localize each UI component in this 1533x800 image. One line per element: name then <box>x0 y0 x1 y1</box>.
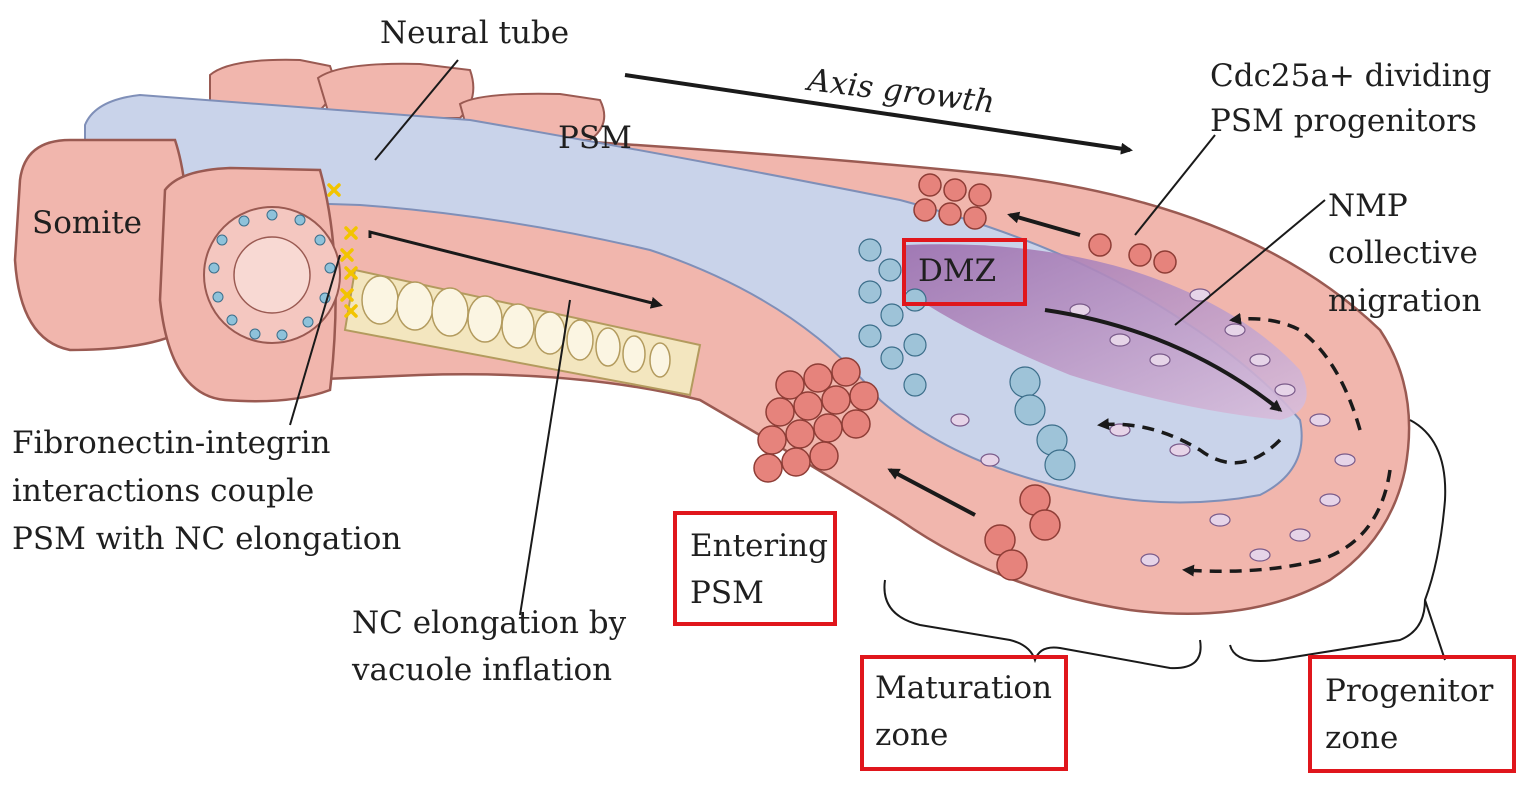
psm-cell-cluster-top <box>913 173 1177 274</box>
dividing-cells-bottom <box>984 484 1061 581</box>
label-progenitor-zone-line2: zone <box>1325 720 1399 756</box>
blue-cell-cluster <box>858 238 1076 481</box>
label-fibronectin-line3: PSM with NC elongation <box>12 521 402 557</box>
label-maturation-zone-line1: Maturation <box>875 670 1052 706</box>
maturation-zone-brace <box>883 579 1202 670</box>
entering-psm-highlight-box <box>673 511 837 626</box>
maturation-zone-highlight-box <box>860 655 1068 771</box>
arrow-dashed-outer <box>1182 469 1392 577</box>
cross-section-cells <box>208 209 336 341</box>
label-psm: PSM <box>558 120 632 156</box>
leader-lines <box>289 59 1326 616</box>
label-neural-tube: Neural tube <box>380 15 570 51</box>
label-entering-psm-line2: PSM <box>690 575 764 611</box>
label-dmz: DMZ <box>918 253 997 289</box>
progenitor-cells <box>950 288 1356 567</box>
dmz-highlight-box <box>902 238 1027 306</box>
progenitor-zone-brace <box>1229 419 1447 662</box>
label-nmp-line1: NMP <box>1328 188 1408 224</box>
arrow-top-back <box>1007 211 1081 237</box>
nc-elongation-arrow <box>368 230 663 309</box>
label-fibronectin-line2: interactions couple <box>12 473 315 509</box>
label-cdc25a-line1: Cdc25a+ dividing <box>1210 58 1492 94</box>
label-nc-elongation-line2: vacuole inflation <box>352 652 613 688</box>
progenitor-region <box>905 244 1307 420</box>
label-progenitor-zone-line1: Progenitor <box>1325 673 1494 709</box>
cross-section-inner <box>233 236 311 314</box>
arrow-bottom-back <box>887 468 976 517</box>
arrow-nmp-migration <box>1044 308 1283 412</box>
arrow-dashed-upper <box>1229 312 1362 431</box>
fibronectin-marks <box>327 183 358 318</box>
axis-growth-arrow <box>624 73 1133 155</box>
progenitor-zone-highlight-box <box>1308 655 1516 773</box>
label-maturation-zone-line2: zone <box>875 717 949 753</box>
psm-cell-cluster-entering <box>753 357 879 483</box>
label-entering-psm-line1: Entering <box>690 528 828 564</box>
notochord-vacuoles <box>361 275 671 378</box>
label-somite: Somite <box>32 205 143 241</box>
label-nmp-line3: migration <box>1328 283 1482 319</box>
progenitor-zone-leader <box>1424 599 1446 661</box>
label-fibronectin-line1: Fibronectin-integrin <box>12 425 331 461</box>
neural-tube-shape <box>84 93 1303 504</box>
label-cdc25a-line2: PSM progenitors <box>1210 103 1477 139</box>
label-nmp-line2: collective <box>1328 235 1478 271</box>
label-nc-elongation-line1: NC elongation by <box>352 605 627 641</box>
arrow-dashed-inner <box>1097 418 1282 465</box>
